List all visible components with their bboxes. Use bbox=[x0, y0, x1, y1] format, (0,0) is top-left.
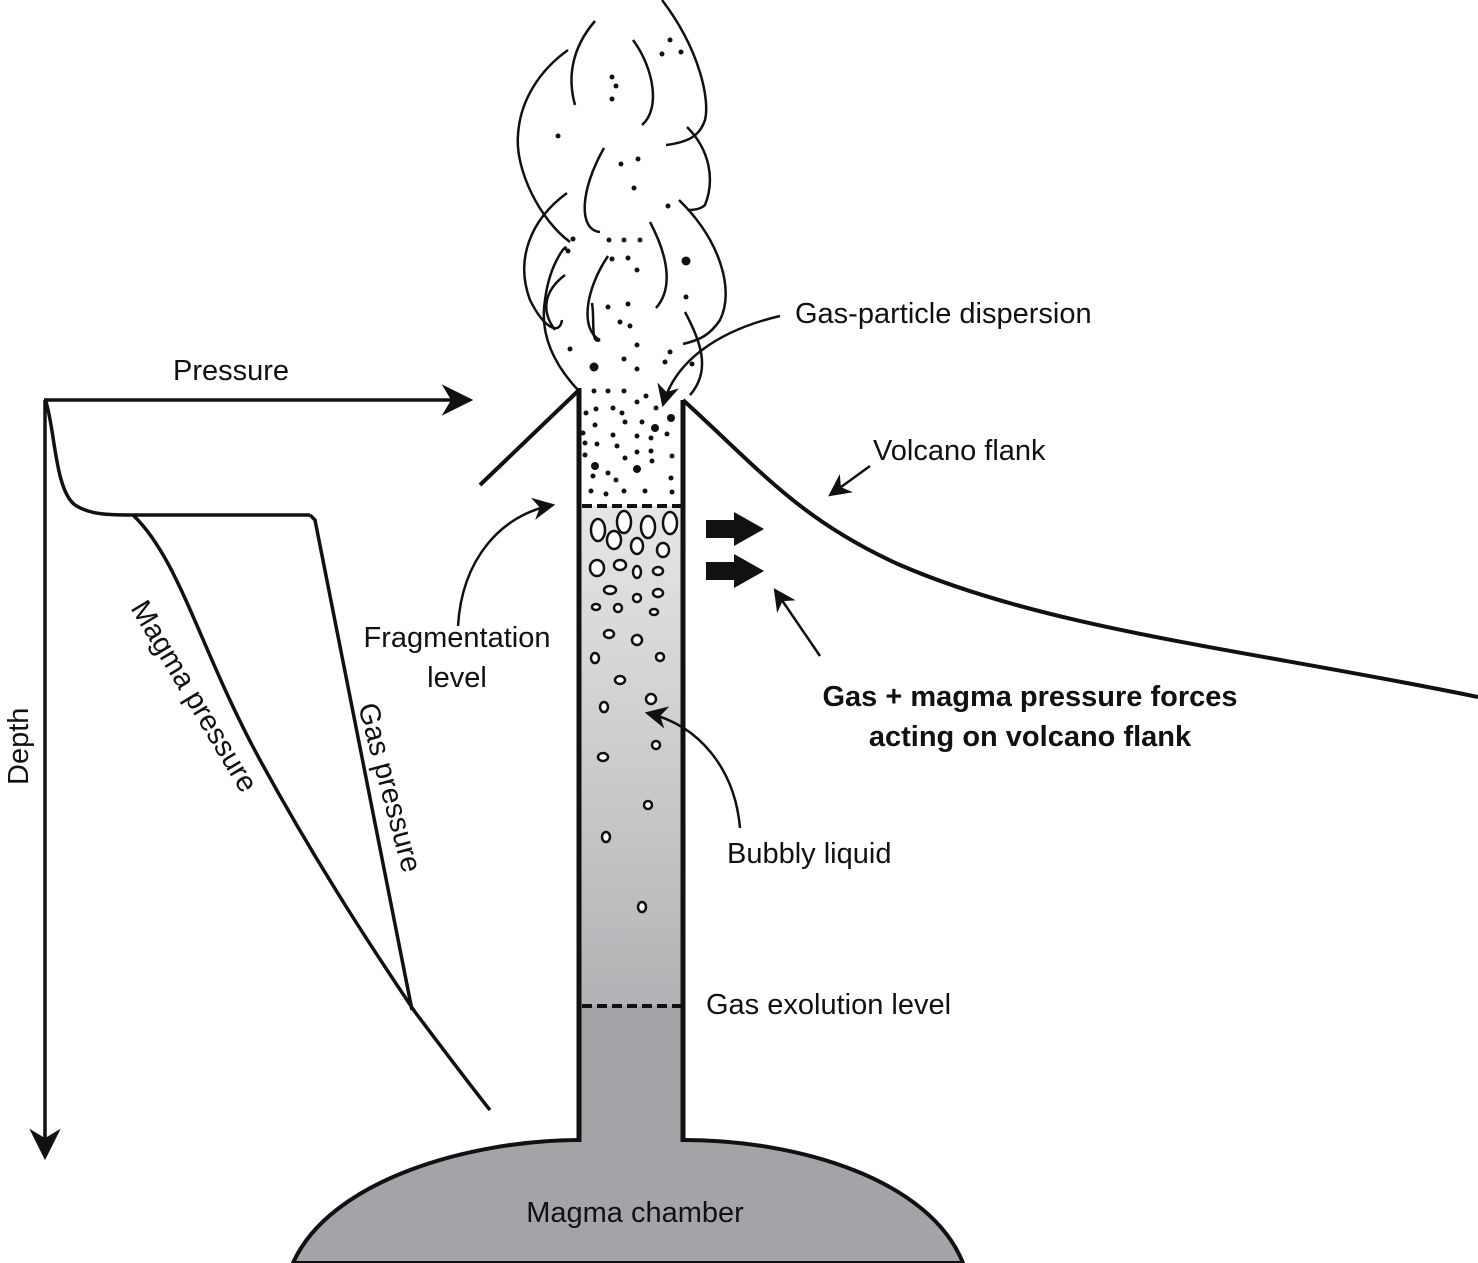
forces-label-line1: Gas + magma pressure forces bbox=[822, 681, 1237, 713]
magma-chamber-label: Magma chamber bbox=[526, 1197, 744, 1229]
gas-exolution-level-label: Gas exolution level bbox=[706, 989, 951, 1021]
flank-pointer-arrow bbox=[828, 464, 871, 497]
volcano-right-flank bbox=[681, 398, 1478, 699]
volcano-left-flank bbox=[478, 388, 581, 487]
bubbly-pointer-arrow bbox=[644, 706, 742, 829]
force-arrow-upper bbox=[706, 512, 764, 546]
volcano-flank-label: Volcano flank bbox=[873, 435, 1046, 467]
bubbly-liquid-label: Bubbly liquid bbox=[727, 838, 891, 870]
fragmentation-pointer-arrow bbox=[456, 497, 556, 627]
conduit-lower-magma bbox=[580, 1006, 682, 1146]
fragmentation-level-label-line2: level bbox=[427, 662, 487, 694]
eruption-plume bbox=[516, 0, 727, 396]
conduit-particles bbox=[580, 388, 675, 497]
plume-particles bbox=[555, 37, 695, 372]
magma-pressure-label: Magma pressure bbox=[124, 595, 263, 798]
dispersion-pointer-arrow bbox=[657, 314, 781, 408]
shallow-pressure-curve bbox=[44, 401, 310, 517]
bubbles bbox=[588, 509, 679, 914]
magma-pressure-curve bbox=[131, 513, 492, 1112]
forces-pointer-arrow bbox=[773, 588, 822, 657]
pressure-depth-plot bbox=[29, 384, 492, 1161]
gas-particle-dispersion-label: Gas-particle dispersion bbox=[795, 298, 1092, 330]
force-arrow-lower bbox=[706, 554, 764, 588]
fragmentation-level-label-line1: Fragmentation bbox=[364, 622, 551, 654]
forces-label-line2: acting on volcano flank bbox=[869, 721, 1192, 753]
pressure-axis-label: Pressure bbox=[173, 355, 289, 387]
gas-pressure-label: Gas pressure bbox=[351, 700, 427, 876]
depth-axis-label: Depth bbox=[3, 708, 35, 785]
gas-pressure-curve bbox=[308, 513, 414, 1011]
